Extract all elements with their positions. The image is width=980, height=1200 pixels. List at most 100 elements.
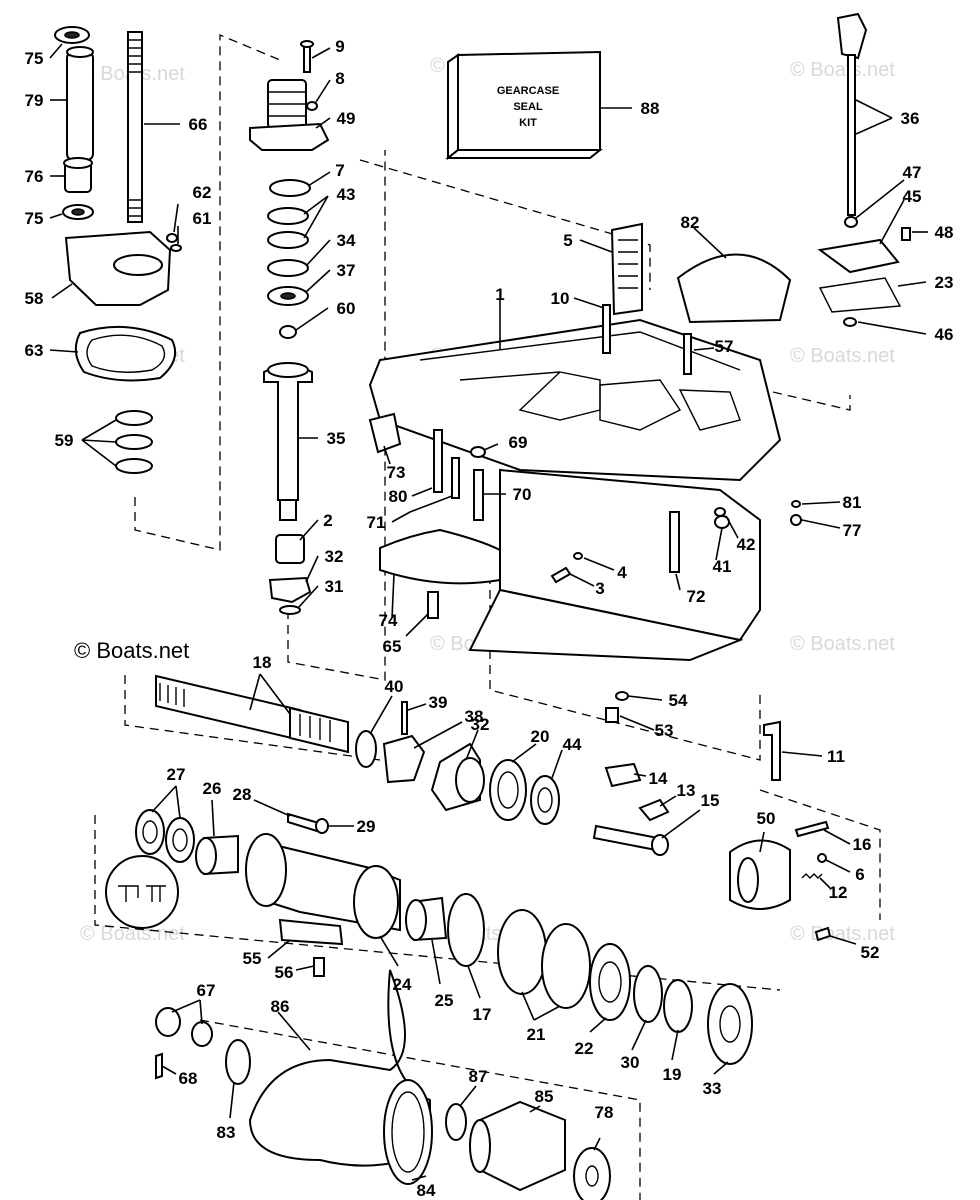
- oring-59c: [115, 458, 153, 474]
- callout-82: 82: [681, 213, 700, 232]
- callout-85: 85: [535, 1087, 554, 1106]
- kit-label-line3: KIT: [519, 117, 537, 129]
- shift-stack: [249, 40, 330, 615]
- callout-30: 30: [621, 1053, 640, 1072]
- gasket-23: [818, 277, 902, 313]
- callout-54: 54: [669, 691, 688, 710]
- callout-5: 5: [563, 231, 572, 250]
- pin-68: [155, 1052, 163, 1080]
- callout-22: 22: [575, 1039, 594, 1058]
- washer-4: [573, 552, 583, 560]
- callout-16: 16: [853, 835, 872, 854]
- bracket-14: [604, 762, 642, 788]
- callout-41: 41: [713, 557, 732, 576]
- ball-6: [817, 853, 827, 863]
- seal-27b: [165, 817, 195, 863]
- callout-49: 49: [337, 109, 356, 128]
- bracket-55: [278, 918, 344, 946]
- gearcase-housing: [368, 222, 802, 723]
- callout-32: 32: [325, 547, 344, 566]
- callout-19: 19: [663, 1065, 682, 1084]
- trim-tab-82: [676, 253, 792, 324]
- ring-21a: [497, 909, 547, 995]
- callout-57: 57: [715, 337, 734, 356]
- shift-shaft-15: [592, 824, 660, 852]
- screw-56: [313, 957, 325, 977]
- washer-34: [267, 259, 309, 277]
- callout-2: 2: [323, 511, 332, 530]
- callout-84: 84: [417, 1181, 436, 1200]
- oring-59a: [115, 410, 153, 426]
- watermark: © Boats.net: [80, 923, 185, 945]
- callout-17: 17: [473, 1005, 492, 1024]
- watermark: © Boats.net: [790, 59, 895, 81]
- callout-73: 73: [387, 463, 406, 482]
- callout-21: 21: [527, 1025, 546, 1044]
- housing-1-top: [368, 318, 782, 482]
- pin-39: [401, 701, 408, 735]
- plate-22: [589, 943, 631, 1021]
- bearing-67b: [191, 1021, 213, 1047]
- callout-67: 67: [197, 981, 216, 1000]
- cover-45: [817, 238, 900, 274]
- callout-27: 27: [167, 765, 186, 784]
- callout-59: 59: [55, 431, 74, 450]
- callout-labels: 75 79 66 76 75 62 61 58 63 59 9 8 49 7 4…: [25, 37, 954, 1200]
- copyright-label: © Boats.net: [74, 638, 189, 663]
- screw-9: [303, 43, 311, 73]
- callout-69: 69: [509, 433, 528, 452]
- seal-27a: [135, 809, 165, 855]
- callout-42: 42: [737, 535, 756, 554]
- ring-40: [355, 730, 377, 768]
- callout-10: 10: [551, 289, 570, 308]
- callout-33: 33: [703, 1079, 722, 1098]
- washer-46: [843, 317, 857, 327]
- callout-60: 60: [337, 299, 356, 318]
- callout-61: 61: [193, 209, 212, 228]
- callout-80: 80: [389, 487, 408, 506]
- callout-14: 14: [649, 769, 668, 788]
- driveshaft-66: [127, 31, 143, 223]
- propeller-row: [155, 969, 611, 1200]
- washer-83: [225, 1039, 251, 1085]
- callout-29: 29: [357, 817, 376, 836]
- callout-78: 78: [595, 1103, 614, 1122]
- callout-23: 23: [935, 273, 954, 292]
- adapter-85: [479, 1100, 566, 1192]
- shift-rod-top: [836, 12, 868, 60]
- bearing-carrier-row: [105, 809, 753, 1065]
- oring-7: [269, 179, 311, 197]
- callout-39: 39: [429, 693, 448, 712]
- callout-34: 34: [337, 231, 356, 250]
- callout-74: 74: [379, 611, 398, 630]
- bolt-80: [433, 429, 443, 493]
- bushing-2: [275, 534, 305, 564]
- callout-46: 46: [935, 325, 954, 344]
- callout-86: 86: [271, 997, 290, 1016]
- shift-rod-36: [847, 54, 856, 216]
- anode-73: [368, 412, 402, 454]
- washer-29: [315, 818, 329, 834]
- gear-32-top: [268, 576, 312, 604]
- callout-72: 72: [687, 587, 706, 606]
- tube-79: [66, 51, 94, 161]
- washer-69: [470, 446, 486, 458]
- kit-label-line1: GEARCASE: [497, 85, 559, 97]
- watermark: © Boats.net: [790, 633, 895, 655]
- callout-79: 79: [25, 91, 44, 110]
- callout-55: 55: [243, 949, 262, 968]
- washer-43b: [267, 231, 309, 249]
- callout-47: 47: [903, 163, 922, 182]
- callout-31: 31: [325, 577, 344, 596]
- washer-61: [170, 244, 182, 252]
- callout-25: 25: [435, 991, 454, 1010]
- screw-53: [605, 707, 619, 723]
- callout-28: 28: [233, 785, 252, 804]
- callout-62: 62: [193, 183, 212, 202]
- callout-88: 88: [641, 99, 660, 118]
- callout-70: 70: [513, 485, 532, 504]
- kit-label-line2: SEAL: [513, 101, 543, 113]
- callout-6: 6: [855, 865, 864, 884]
- leader-lines: [49, 43, 928, 1181]
